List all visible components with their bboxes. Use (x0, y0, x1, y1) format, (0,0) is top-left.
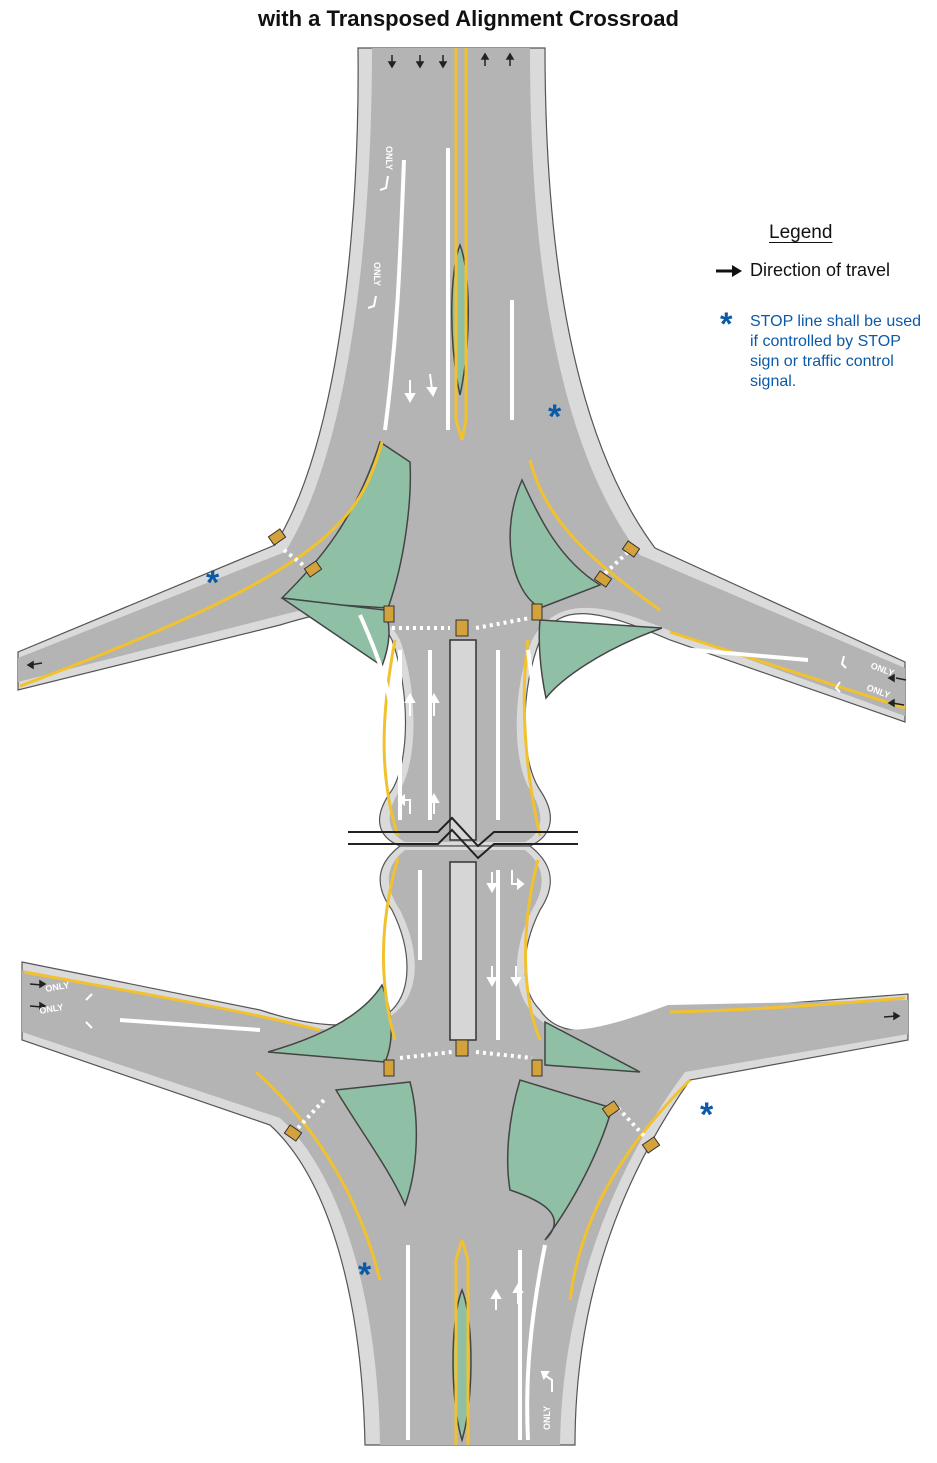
stop-line-asterisk-icon: * (206, 564, 220, 602)
only-marking: ONLY (372, 262, 382, 286)
turn-arrow-icon (511, 870, 525, 891)
direction-arrow-icon (26, 660, 43, 670)
only-marking: ONLY (542, 1406, 552, 1430)
direction-arrow-icon (438, 55, 448, 69)
turn-arrow-icon (540, 1371, 553, 1392)
yellow-lines (19, 48, 906, 1445)
direction-arrow-icon (486, 872, 498, 894)
break-line-icon (348, 816, 578, 860)
direction-arrow-icon (505, 52, 515, 66)
direction-arrow-icon (716, 265, 742, 278)
white-lane-arrows (85, 175, 847, 1392)
direction-arrow-icon (428, 692, 440, 716)
direction-arrow-icon (512, 1282, 524, 1304)
legend-direction-label: Direction of travel (750, 260, 891, 280)
turn-arrow-icon (834, 681, 841, 693)
direction-arrow-icon (480, 52, 490, 66)
direction-arrow-icon (883, 1011, 901, 1021)
legend-stop-note: STOP line shall be used if controlled by… (750, 313, 922, 390)
only-marking: ONLY (39, 1002, 65, 1016)
direction-arrow-icon (426, 373, 438, 398)
pavement (18, 48, 908, 1445)
turn-arrow-icon (397, 793, 411, 814)
median-barrier (449, 639, 477, 1041)
only-marking: ONLY (384, 146, 394, 170)
direction-arrow-icon (415, 55, 425, 69)
direction-arrow-icon (510, 966, 522, 988)
direction-arrow-icon (486, 966, 498, 988)
turn-arrow-icon (85, 1021, 93, 1029)
white-lines (119, 148, 809, 1441)
curb-ramps (267, 528, 661, 1154)
direction-arrow-icon (404, 380, 416, 404)
turn-arrow-icon (367, 295, 377, 309)
direction-arrow-icon (29, 979, 47, 989)
only-marking: ONLY (45, 980, 71, 994)
stop-line-asterisk-icon: * (548, 398, 562, 436)
direction-arrow-icon (387, 55, 397, 69)
legend-title: Legend (769, 222, 833, 243)
stop-line-asterisk-icon: * (700, 1096, 714, 1134)
legend-direction-row: Direction of travel (716, 260, 890, 281)
direction-arrow-icon (428, 792, 440, 814)
turn-arrow-icon (840, 655, 847, 669)
direction-arrow-icon (887, 698, 905, 708)
direction-arrow-icon (490, 1288, 502, 1310)
direction-arrow-icon (29, 1001, 47, 1011)
only-markings: ONLY ONLY ONLY ONLY ONLY ONLY ONLY (39, 146, 896, 1430)
direction-arrow-icon (887, 673, 907, 683)
stop-line-asterisk-icon: * (720, 306, 733, 342)
turn-arrow-icon (85, 993, 93, 1001)
turn-arrow-icon (379, 175, 389, 191)
direction-arrow-icon (404, 692, 416, 716)
lane-arrows (26, 52, 907, 1021)
figure-title: with a Transposed Alignment Crossroad (258, 6, 679, 31)
stop-line-asterisk-icon: * (358, 1256, 372, 1294)
